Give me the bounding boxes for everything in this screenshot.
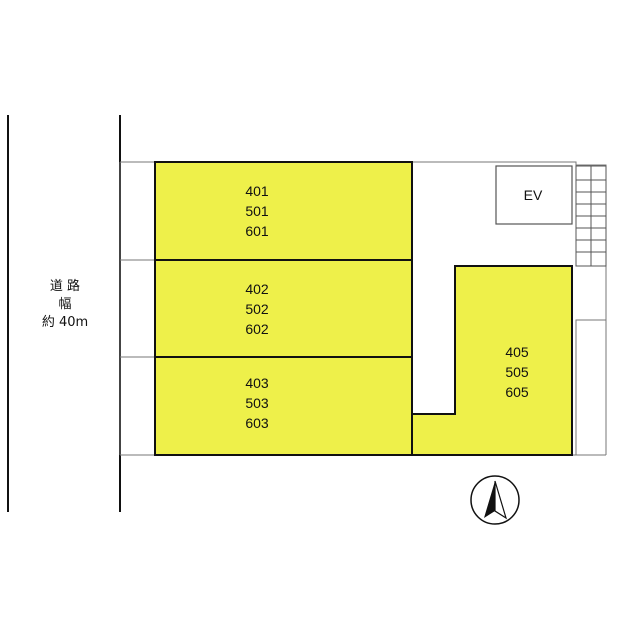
unit-d-line3: 605 — [505, 384, 529, 400]
road-width-label: 道 路 幅 約 40m — [30, 278, 100, 332]
road-label-line3: 約 40m — [41, 315, 89, 330]
unit-b-line2: 502 — [245, 301, 269, 317]
unit-402-block — [154, 259, 413, 358]
unit-a-line3: 601 — [245, 223, 269, 239]
unit-a-line1: 401 — [245, 183, 269, 199]
unit-b-line3: 602 — [245, 321, 269, 337]
unit-401-block — [154, 161, 413, 261]
unit-c-line3: 603 — [245, 415, 269, 431]
elevator-shaft — [495, 165, 573, 225]
unit-403-block — [154, 356, 413, 456]
unit-c-line2: 503 — [245, 395, 269, 411]
unit-405-block — [411, 265, 573, 456]
road-label-line1: 道 路 — [49, 279, 81, 294]
unit-a-line2: 501 — [245, 203, 269, 219]
north-arrow-icon — [470, 475, 520, 525]
unit-c-line1: 403 — [245, 375, 269, 391]
unit-d-line1: 405 — [505, 344, 529, 360]
road-label-line2: 幅 — [58, 297, 72, 312]
unit-b-line1: 402 — [245, 281, 269, 297]
stairs — [575, 165, 607, 267]
unit-d-line2: 505 — [505, 364, 529, 380]
elevator-label: EV — [524, 187, 543, 203]
